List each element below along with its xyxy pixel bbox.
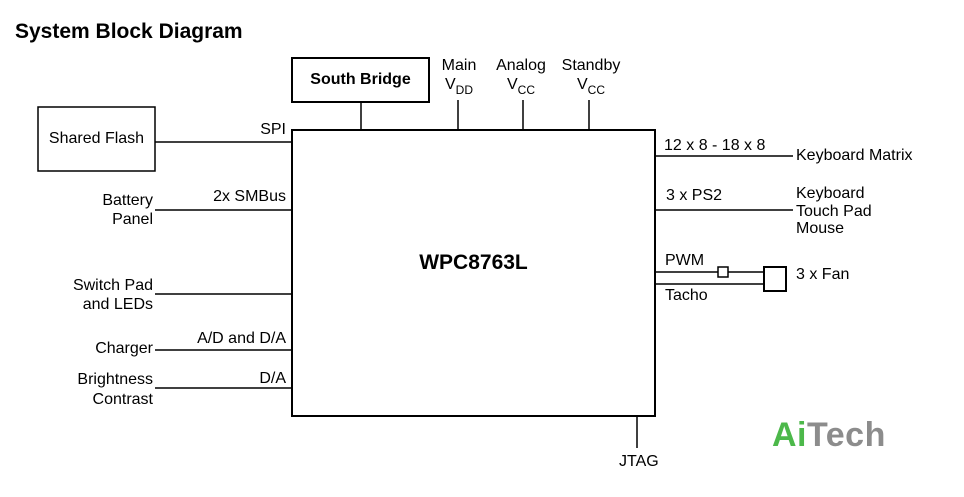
ad-da-label: A/D and D/A [197, 330, 286, 347]
and-leds-label: and LEDs [82, 296, 153, 313]
main-vdd-label: VDD [433, 76, 485, 97]
charger-label: Charger [95, 340, 153, 357]
fan-label: 3 x Fan [796, 266, 850, 283]
chip-name: WPC8763L [419, 251, 528, 274]
analog-label: Analog [496, 57, 546, 74]
chip-box [291, 129, 656, 417]
standby-vcc-sub: CC [587, 83, 605, 97]
switch-pad-label: Switch Pad [72, 277, 153, 294]
ps2-label: 3 x PS2 [666, 187, 723, 204]
keyboard-matrix-label: Keyboard Matrix [796, 147, 913, 164]
south-bridge-label: South Bridge [310, 71, 411, 88]
tacho-label: Tacho [665, 287, 708, 304]
da-label: D/A [259, 370, 286, 387]
diagram-title: System Block Diagram [15, 20, 243, 43]
standby-vcc-label: VCC [556, 76, 626, 97]
analog-v: V [506, 76, 518, 93]
main-label: Main [441, 57, 477, 74]
battery-label: Battery [102, 192, 153, 209]
analog-vcc-label: VCC [490, 76, 552, 97]
aitech-logo: AiTech [772, 416, 886, 455]
jtag-label: JTAG [619, 453, 659, 470]
logo-tech: Tech [807, 416, 886, 454]
standby-label: Standby [561, 57, 621, 74]
analog-vcc-sub: CC [517, 83, 535, 97]
touch-pad-label: Touch Pad [796, 203, 872, 220]
mouse-label: Mouse [796, 220, 845, 237]
spi-label: SPI [260, 121, 286, 138]
matrix-size-label: 12 x 8 - 18 x 8 [664, 137, 766, 154]
standby-v: V [576, 76, 588, 93]
logo-ai: Ai [772, 416, 807, 454]
shared-flash-box [37, 106, 156, 172]
brightness-label: Brightness [77, 371, 153, 388]
pwm-label: PWM [665, 252, 705, 269]
shared-flash-label: Shared Flash [48, 130, 145, 147]
panel-label: Panel [112, 211, 153, 228]
pwm-resistor [717, 266, 729, 278]
smbus-label: 2x SMBus [213, 188, 286, 205]
keyboard-label: Keyboard [796, 185, 865, 202]
main-vdd-sub: DD [455, 83, 473, 97]
contrast-label: Contrast [92, 391, 153, 408]
fan-box [763, 266, 787, 292]
main-v: V [444, 76, 456, 93]
